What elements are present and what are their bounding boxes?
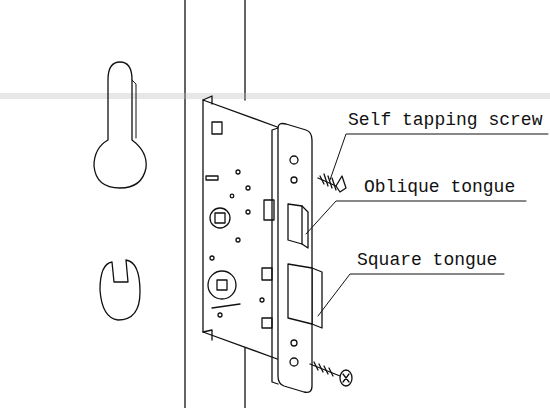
square-tongue — [288, 264, 322, 328]
faceplate — [272, 124, 312, 393]
handle-hole-depth — [132, 80, 136, 138]
lock-body — [203, 96, 280, 360]
bottom-screw — [310, 362, 352, 386]
handle-hole — [94, 62, 146, 188]
cylinder-hole — [100, 260, 140, 320]
callout-label: Self tapping screw — [347, 110, 543, 130]
self-tapping-screw — [318, 174, 346, 192]
leader-line — [306, 134, 548, 316]
oblique-tongue — [288, 204, 308, 248]
callout-label: Square tongue — [356, 250, 498, 270]
callout-label: Oblique tongue — [363, 177, 516, 197]
